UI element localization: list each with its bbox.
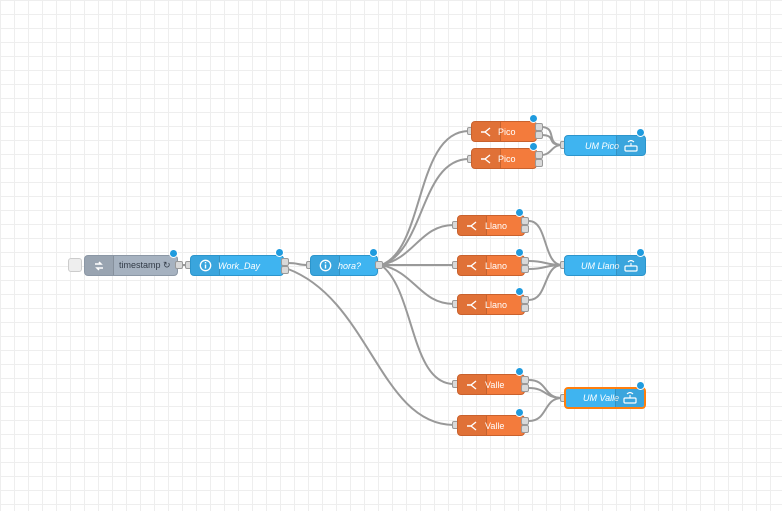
wire[interactable] <box>380 130 470 266</box>
node-label: Pico <box>498 126 516 137</box>
node-label: Valle <box>485 420 505 431</box>
node-label: hora? <box>338 260 362 271</box>
node-um-llano[interactable]: UM Llano <box>564 255 646 276</box>
wire[interactable] <box>540 144 563 156</box>
changed-dot <box>636 381 645 390</box>
output-port[interactable] <box>521 384 529 392</box>
changed-dot <box>636 128 645 137</box>
node-label: UM Llano <box>581 260 620 271</box>
node-llano-2[interactable]: Llano <box>457 255 525 276</box>
output-port[interactable] <box>175 261 183 269</box>
output-port[interactable] <box>521 376 529 384</box>
node-um-valle[interactable]: UM Valle <box>564 387 646 409</box>
wire[interactable] <box>380 224 455 266</box>
changed-dot <box>515 408 524 417</box>
node-label: UM Valle <box>583 393 620 403</box>
node-timestamp[interactable]: timestamp ↻ <box>84 255 178 276</box>
switch-branch-icon <box>458 256 487 275</box>
node-label: Valle <box>485 379 505 390</box>
changed-dot <box>529 114 538 123</box>
switch-branch-icon <box>458 375 487 394</box>
changed-dot <box>515 367 524 376</box>
wire[interactable] <box>380 158 470 266</box>
wire[interactable] <box>287 268 455 426</box>
wire[interactable] <box>528 220 563 266</box>
switch-branch-icon <box>472 122 501 141</box>
node-label: Work_Day <box>218 260 261 271</box>
output-port[interactable] <box>521 425 529 433</box>
changed-dot <box>169 249 178 258</box>
node-hora[interactable]: hora? <box>310 255 378 276</box>
output-port[interactable] <box>521 225 529 233</box>
router-icon <box>616 136 645 155</box>
node-label: Pico <box>498 153 516 164</box>
inject-trigger-button[interactable] <box>68 258 82 272</box>
node-pico-1[interactable]: Pico <box>471 121 537 142</box>
output-port[interactable] <box>375 261 383 269</box>
node-valle-1[interactable]: Valle <box>457 374 525 395</box>
info-icon <box>191 256 220 275</box>
node-label: UM Pico <box>585 140 620 151</box>
changed-dot <box>275 248 284 257</box>
output-port[interactable] <box>521 417 529 425</box>
wire[interactable] <box>380 264 455 305</box>
wire[interactable] <box>528 397 563 422</box>
node-llano-1[interactable]: Llano <box>457 215 525 236</box>
wire[interactable] <box>528 264 563 301</box>
node-pico-2[interactable]: Pico <box>471 148 537 169</box>
output-port[interactable] <box>535 123 543 131</box>
info-icon <box>311 256 340 275</box>
output-port[interactable] <box>521 217 529 225</box>
changed-dot <box>529 142 538 151</box>
output-port[interactable] <box>535 131 543 139</box>
wire[interactable] <box>380 264 455 385</box>
output-port[interactable] <box>535 159 543 167</box>
changed-dot <box>636 248 645 257</box>
switch-branch-icon <box>458 216 487 235</box>
node-label: Llano <box>485 220 508 231</box>
changed-dot <box>515 287 524 296</box>
switch-branch-icon <box>458 416 487 435</box>
wire[interactable] <box>287 262 309 266</box>
output-port[interactable] <box>521 257 529 265</box>
output-port[interactable] <box>281 266 289 274</box>
changed-dot <box>515 248 524 257</box>
router-icon <box>616 256 645 275</box>
output-port[interactable] <box>281 258 289 266</box>
node-um-pico[interactable]: UM Pico <box>564 135 646 156</box>
switch-branch-icon <box>472 149 501 168</box>
node-label: Llano <box>485 299 508 310</box>
switch-branch-icon <box>458 295 487 314</box>
output-port[interactable] <box>521 296 529 304</box>
inject-arrow-icon <box>85 256 114 275</box>
node-work-day[interactable]: Work_Day <box>190 255 284 276</box>
node-llano-3[interactable]: Llano <box>457 294 525 315</box>
output-port[interactable] <box>521 304 529 312</box>
node-valle-2[interactable]: Valle <box>457 415 525 436</box>
changed-dot <box>515 208 524 217</box>
output-port[interactable] <box>521 265 529 273</box>
node-label: timestamp ↻ <box>119 260 171 270</box>
node-label: Llano <box>485 260 508 271</box>
changed-dot <box>369 248 378 257</box>
router-icon <box>615 389 644 407</box>
output-port[interactable] <box>535 151 543 159</box>
